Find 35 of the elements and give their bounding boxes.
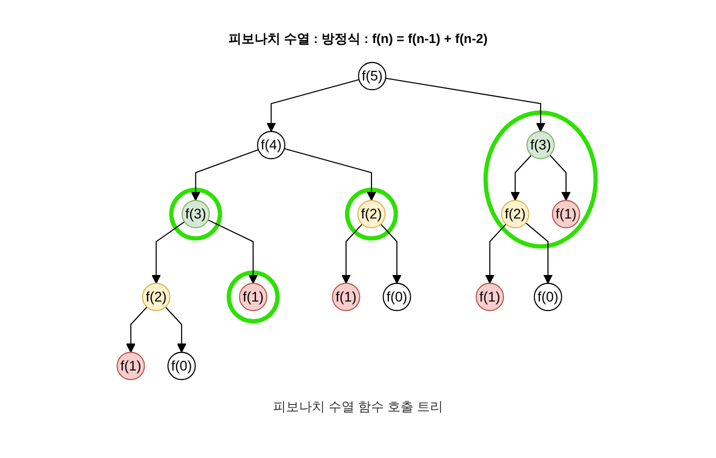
arrow: [386, 78, 546, 132]
arrow: [266, 79, 360, 132]
arrow: [126, 306, 148, 353]
tree-node: f(4): [257, 130, 286, 160]
tree-node: f(3): [526, 130, 556, 160]
tree-node: f(0): [168, 352, 196, 380]
tree-node: f(0): [382, 282, 412, 312]
highlight-loop: [169, 188, 222, 241]
tree-node: f(5): [358, 62, 387, 90]
tree-node: f(3): [182, 200, 210, 228]
arrow: [191, 149, 259, 201]
arrow: [284, 148, 376, 201]
arrow: [342, 224, 363, 284]
arrow: [208, 219, 258, 284]
arrow: [485, 224, 507, 284]
tree-node: f(1): [332, 282, 360, 312]
tree-node: f(2): [358, 200, 386, 228]
arrow: [526, 222, 553, 284]
tree-node: f(2): [142, 282, 171, 312]
tree-node: f(2): [501, 200, 530, 228]
tree-node: f(1): [476, 282, 504, 312]
arrow: [152, 221, 185, 284]
arrow: [165, 306, 187, 353]
arrow: [550, 154, 571, 201]
highlight-loop: [484, 110, 598, 249]
arrow: [510, 154, 532, 201]
highlight-loop: [345, 188, 398, 241]
tree-node: f(1): [239, 282, 268, 312]
diagram-title: 피보나치 수열 : 방정식 : f(n) = f(n-1) + f(n-2): [228, 31, 488, 46]
tree-node: f(1): [552, 200, 580, 228]
tree-node: f(0): [534, 282, 562, 312]
caption: 피보나치 수열 함수 호출 트리: [272, 399, 444, 414]
arrow: [380, 224, 402, 284]
tree-node: f(1): [116, 352, 146, 380]
highlight-loop: [226, 270, 280, 324]
